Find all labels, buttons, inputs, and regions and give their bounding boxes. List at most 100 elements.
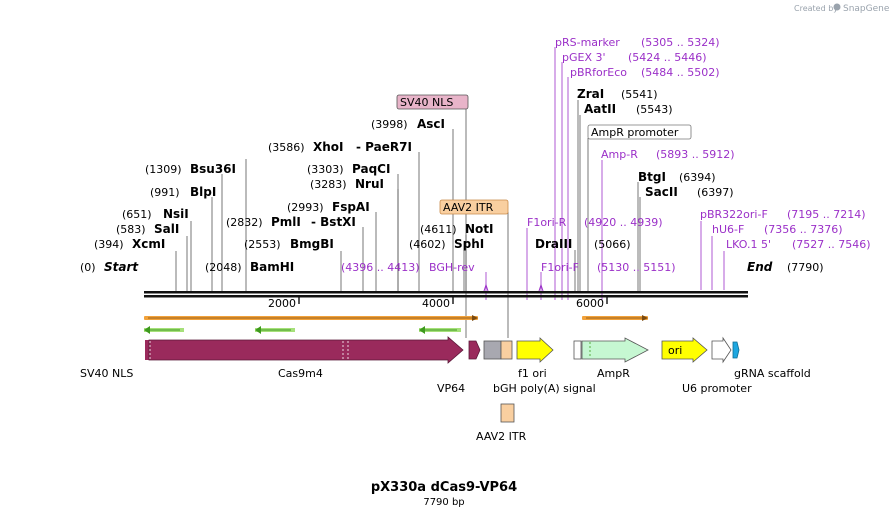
bgh-polya-feature xyxy=(483,340,502,360)
svg-text:(7790): (7790) xyxy=(787,261,824,274)
cas9m4-feature xyxy=(148,336,464,364)
svg-text:(5305 .. 5324): (5305 .. 5324) xyxy=(641,36,720,49)
grna-scaffold-feature xyxy=(732,341,740,359)
svg-text:(5543): (5543) xyxy=(636,103,673,116)
svg-text:AmpR promoter: AmpR promoter xyxy=(591,126,679,139)
svg-text:(5130 .. 5151): (5130 .. 5151) xyxy=(597,261,676,274)
u6-promoter-feature xyxy=(711,336,732,364)
site-name: AscI xyxy=(417,117,445,131)
ruler-tick-2000: 2000 xyxy=(268,297,296,310)
svg-text:(6397): (6397) xyxy=(697,186,734,199)
site-name: BamHI xyxy=(250,260,294,274)
site-name: ZraI xyxy=(577,87,604,101)
feature-label: VP64 xyxy=(437,382,465,395)
primer-name: BGH-rev xyxy=(429,261,475,274)
plasmid-title: pX330a dCas9-VP64 xyxy=(371,480,517,495)
ampr-feature xyxy=(581,337,649,363)
primer-name: F1ori-F xyxy=(541,261,579,274)
svg-text:(5893 .. 5912): (5893 .. 5912) xyxy=(656,148,735,161)
svg-text:(2048): (2048) xyxy=(205,261,242,274)
svg-text:(583): (583) xyxy=(116,223,146,236)
primer-name: pRS-marker xyxy=(555,36,620,49)
svg-text:(6394): (6394) xyxy=(679,171,716,184)
aav2-itr-feature xyxy=(500,340,513,360)
svg-text:(3586): (3586) xyxy=(268,141,305,154)
primer-name: pGEX 3' xyxy=(562,51,606,64)
credit-text: Created by xyxy=(794,4,838,13)
primers: pRS-marker (5305 .. 5324) pGEX 3' (5424 … xyxy=(341,36,871,274)
feature-label: bGH poly(A) signal xyxy=(493,382,596,395)
site-name: DraIII xyxy=(535,237,572,251)
site-name: PmlI xyxy=(271,215,301,229)
site-name: XhoI xyxy=(313,140,344,154)
feature-labels: SV40 NLS Cas9m4 VP64 bGH poly(A) signal … xyxy=(80,367,811,443)
ampr-promoter-box: AmpR promoter xyxy=(587,124,692,140)
site-name: FspAI xyxy=(332,200,370,214)
feature-label: Cas9m4 xyxy=(278,367,323,380)
site-name: SphI xyxy=(454,237,484,251)
ampr-promoter-feature xyxy=(573,340,582,360)
svg-text:(1309): (1309) xyxy=(145,163,182,176)
svg-text:(5541): (5541) xyxy=(621,88,658,101)
feature-label: f1 ori xyxy=(518,367,547,380)
svg-text:(5484 .. 5502): (5484 .. 5502) xyxy=(641,66,720,79)
ruler-tick-4000: 4000 xyxy=(422,297,450,310)
ori-feature: ori xyxy=(661,337,708,363)
svg-text:(4920 .. 4939): (4920 .. 4939) xyxy=(584,216,663,229)
svg-text:(4611): (4611) xyxy=(420,223,457,236)
site-name: End xyxy=(747,260,773,274)
svg-text:(394): (394) xyxy=(94,238,124,251)
feature-label: U6 promoter xyxy=(682,382,752,395)
sv40-nls-box: SV40 NLS xyxy=(396,94,469,110)
brand-text: SnapGene xyxy=(843,4,890,14)
reverse-orf xyxy=(144,326,461,334)
restriction-sites: (0) Start (394) XcmI (583) SalI (651) Ns… xyxy=(80,87,824,274)
svg-text:- PaeR7I: - PaeR7I xyxy=(356,140,412,154)
primer-name: (4396 .. 4413) xyxy=(341,261,420,274)
feature-label: AmpR xyxy=(597,367,630,380)
site-name: Bsu36I xyxy=(190,162,236,176)
orf-bars xyxy=(144,315,648,334)
svg-text:SV40 NLS: SV40 NLS xyxy=(400,96,453,109)
svg-text:(2993): (2993) xyxy=(287,201,324,214)
site-name: Start xyxy=(104,260,139,274)
snapgene-logo-icon xyxy=(833,3,841,11)
site-name: SacII xyxy=(645,185,678,199)
site-name: XcmI xyxy=(132,237,165,251)
aav2-itr-box: AAV2 ITR xyxy=(439,199,509,215)
svg-text:(2832): (2832) xyxy=(226,216,263,229)
f1-ori-feature xyxy=(516,337,554,363)
site-name: BlpI xyxy=(190,185,216,199)
site-name: SalI xyxy=(154,222,179,236)
svg-text:(5066): (5066) xyxy=(594,238,631,251)
ruler-tick-6000: 6000 xyxy=(576,297,604,310)
svg-text:- BstXI: - BstXI xyxy=(311,215,356,229)
site-pos: (0) xyxy=(80,261,96,274)
svg-text:(7195 .. 7214): (7195 .. 7214) xyxy=(787,208,866,221)
primer-marks xyxy=(483,283,544,292)
site-name: NruI xyxy=(355,177,384,191)
svg-text:(651): (651) xyxy=(122,208,152,221)
svg-text:(3303): (3303) xyxy=(307,163,344,176)
svg-text:(3283): (3283) xyxy=(310,178,347,191)
primer-name: pBRforEco xyxy=(570,66,627,79)
site-name: BtgI xyxy=(638,170,666,184)
backbone xyxy=(144,291,748,304)
site-name: BmgBI xyxy=(290,237,334,251)
sv40-nls-feature xyxy=(145,340,149,360)
features: ori xyxy=(145,336,740,423)
primer-name: LKO.1 5' xyxy=(726,238,771,251)
svg-text:(7356 .. 7376): (7356 .. 7376) xyxy=(764,223,843,236)
svg-text:(3998): (3998) xyxy=(371,118,408,131)
svg-text:(991): (991) xyxy=(150,186,180,199)
svg-text:(7527 .. 7546): (7527 .. 7546) xyxy=(792,238,871,251)
plasmid-length: 7790 bp xyxy=(423,497,464,508)
svg-text:(2553): (2553) xyxy=(244,238,281,251)
site-name: PaqCI xyxy=(352,162,390,176)
svg-text:(4602): (4602) xyxy=(409,238,446,251)
primer-name: Amp-R xyxy=(601,148,638,161)
aav2-itr-lower-feature xyxy=(500,403,515,423)
svg-text:(5424 .. 5446): (5424 .. 5446) xyxy=(628,51,707,64)
site-name: NsiI xyxy=(163,207,189,221)
